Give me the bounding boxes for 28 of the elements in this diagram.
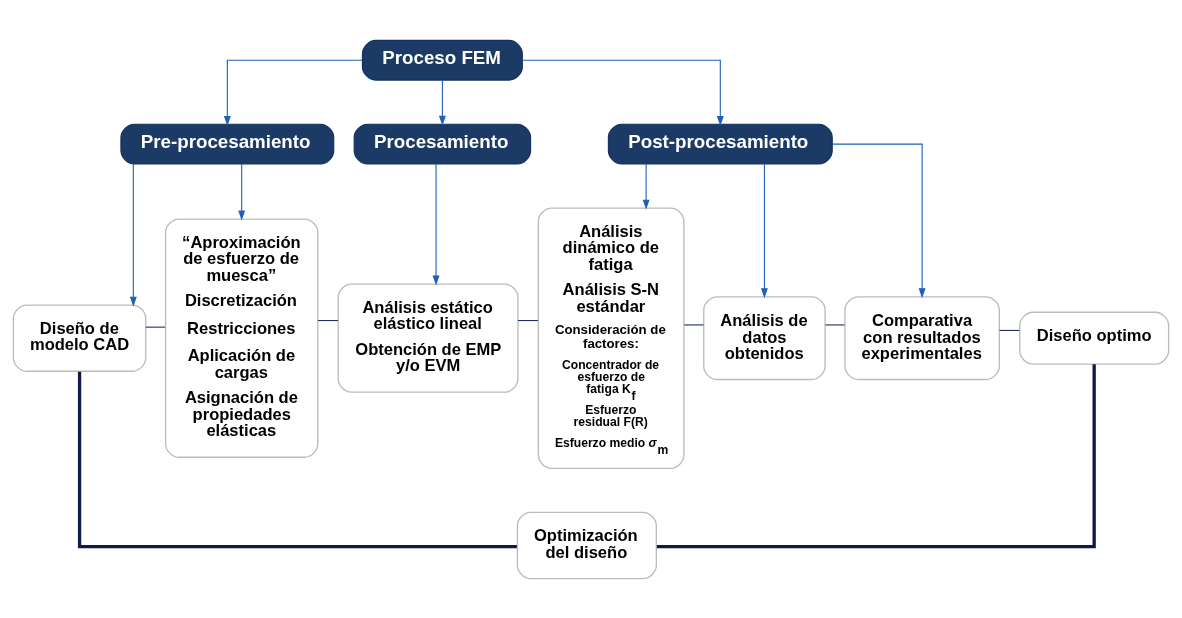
node-box: Pre-procesamiento <box>120 123 335 164</box>
node-box: Post-procesamiento <box>607 123 833 164</box>
connector <box>317 319 339 321</box>
arrow <box>831 143 926 298</box>
node-box: Optimización del diseño <box>516 511 657 579</box>
connector <box>77 371 517 548</box>
node-box: “Aproximación de esfuerzo de muesca” Discretización Restricciones Aplicación de cargas Asignación de propiedades elásticas <box>164 217 319 458</box>
connector <box>517 319 539 321</box>
connector <box>145 326 166 328</box>
arrow <box>760 163 768 298</box>
arrow <box>432 163 440 285</box>
node-box: Proceso FEM <box>361 39 523 81</box>
connector <box>999 329 1020 331</box>
arrow <box>642 163 650 210</box>
node-box: Comparativa con resultados experimentales <box>844 295 1000 380</box>
node-box: Análisis de datos obtenidos <box>703 295 826 380</box>
arrow <box>438 79 446 126</box>
arrow <box>223 59 363 126</box>
arrow <box>238 163 246 220</box>
arrow <box>129 163 137 307</box>
connector <box>824 323 845 325</box>
node-box: Análisis estático elástico lineal Obtención de EMP y/o EVM <box>337 282 519 393</box>
arrow <box>521 59 724 126</box>
node-box: Procesamiento <box>353 123 532 164</box>
node-box: Diseño optimo <box>1019 311 1170 365</box>
connector <box>656 363 1096 548</box>
node-box: Diseño de modelo CAD <box>12 303 147 372</box>
connector <box>683 323 705 325</box>
